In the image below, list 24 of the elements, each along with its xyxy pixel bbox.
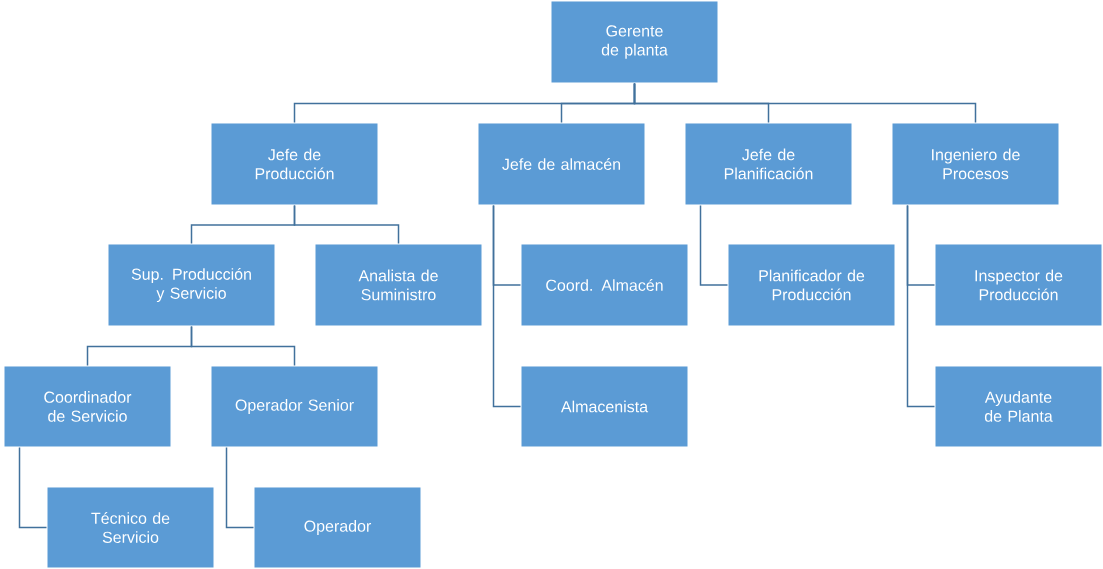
org-box: Operador xyxy=(253,486,422,569)
connector-line xyxy=(633,82,977,124)
org-box: Operador Senior xyxy=(210,365,379,448)
org-box: Analista de Suministro xyxy=(314,243,483,327)
connector-line xyxy=(225,446,255,529)
org-box: Ayudante de Planta xyxy=(934,365,1103,448)
connector-line xyxy=(492,204,522,408)
org-box: Sup. Producción y Servicio xyxy=(107,243,276,327)
org-box: Jefe de Planificación xyxy=(684,122,853,206)
connector-line xyxy=(906,204,936,408)
org-box: Inspector de Producción xyxy=(934,243,1103,327)
org-box: Gerente de planta xyxy=(550,0,719,84)
org-box: Almacenista xyxy=(520,365,689,448)
connector-line xyxy=(18,446,48,529)
org-box: Coord. Almacén xyxy=(520,243,689,327)
org-box: Técnico de Servicio xyxy=(46,486,215,569)
org-box: Planificador de Producción xyxy=(727,243,896,327)
org-box: Ingeniero de Procesos xyxy=(891,122,1060,206)
connector-line xyxy=(293,204,400,245)
org-box: Coordinador de Servicio xyxy=(3,365,172,448)
connector-line xyxy=(699,204,729,286)
connector-line xyxy=(190,325,296,367)
org-box: Jefe de Producción xyxy=(210,122,379,206)
org-box: Jefe de almacén xyxy=(477,122,646,206)
